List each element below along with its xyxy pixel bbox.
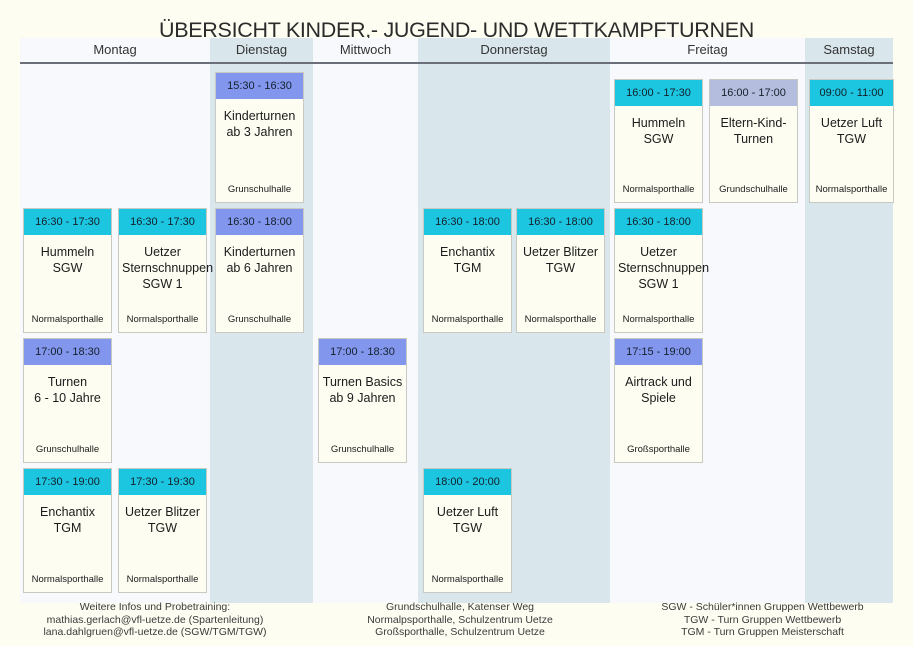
event-body: Uetzer Blitzer TGW Normalsporthalle <box>119 495 206 592</box>
event-venue: Normalsporthalle <box>622 314 695 325</box>
event-body: Enchantix TGM Normalsporthalle <box>24 495 111 592</box>
event-title: Hummeln SGW <box>631 116 686 146</box>
event-venue: Normalsporthalle <box>126 574 199 585</box>
event-title: Eltern-Kind- Turnen <box>720 116 787 146</box>
event-body: Uetzer Sternschnuppen SGW 1 Normalsportha… <box>119 235 214 332</box>
day-header-row: Montag Dienstag Mittwoch Donnerstag Freitag S… <box>20 38 893 62</box>
event-venue: Normalsporthalle <box>815 184 888 195</box>
event-venue: Normalsporthalle <box>31 574 104 585</box>
day-header-dienstag[interactable]: Dienstag <box>235 42 288 57</box>
event-venue: Grunschulhalle <box>227 184 292 195</box>
event-time: 16:30 - 18:00 <box>517 209 604 235</box>
event-body: Hummeln SGW Normalsporthalle <box>615 106 702 202</box>
day-header-donnerstag[interactable]: Donnerstag <box>480 42 548 57</box>
event-title: Enchantix TGM <box>440 245 495 275</box>
event-time: 16:00 - 17:00 <box>710 80 797 106</box>
event-title: Airtrack und Spiele <box>625 375 692 405</box>
header-divider <box>20 62 893 64</box>
footer-legend: SGW - Schüler*innen Gruppen Wettbewerb T… <box>661 601 864 639</box>
event-title: Turnen Basics ab 9 Jahren <box>322 375 403 405</box>
schedule-grid: Montag Dienstag Mittwoch Donnerstag Freitag S… <box>20 38 894 603</box>
event-venue: Grunschulhalle <box>330 444 395 455</box>
footer-contact: Weitere Infos und Probetraining: mathias… <box>43 601 267 639</box>
event-venue: Normalsporthalle <box>31 314 104 325</box>
event-venue: Normalsporthalle <box>126 314 199 325</box>
event-venue: Grunschulhalle <box>227 314 292 325</box>
day-header-mittwoch[interactable]: Mittwoch <box>339 42 392 57</box>
event-body: Uetzer Sternschnuppen SGW 1 Normalsportha… <box>615 235 710 332</box>
event-title: Turnen 6 - 10 Jahre <box>34 375 101 405</box>
day-header-samstag[interactable]: Samstag <box>823 42 875 57</box>
event-venue: Normalsporthalle <box>622 184 695 195</box>
event-title: Uetzer Blitzer TGW <box>522 245 599 275</box>
event-title: Uetzer Blitzer TGW <box>124 505 201 535</box>
event-time: 17:30 - 19:30 <box>119 469 206 495</box>
event-title: Uetzer Sternschnuppen SGW 1 <box>122 245 214 291</box>
event-time: 09:00 - 11:00 <box>810 80 893 106</box>
event-body: Uetzer Luft TGW Normalsporthalle <box>424 495 511 592</box>
event-time: 16:30 - 18:00 <box>424 209 511 235</box>
event-venue: Großsporthalle <box>627 444 690 455</box>
footer-venues: Grundschulhalle, Katenser Weg Normalpspo… <box>367 601 553 639</box>
event-title: Uetzer Sternschnuppen SGW 1 <box>618 245 710 291</box>
event-time: 16:30 - 18:00 <box>216 209 303 235</box>
event-time: 17:15 - 19:00 <box>615 339 702 365</box>
event-body: Hummeln SGW Normalsporthalle <box>24 235 111 332</box>
event-title: Uetzer Luft TGW <box>820 116 883 146</box>
event-time: 16:00 - 17:30 <box>615 80 702 106</box>
event-body: Enchantix TGM Normalsporthalle <box>424 235 511 332</box>
event-time: 16:30 - 17:30 <box>24 209 111 235</box>
event-time: 17:00 - 18:30 <box>319 339 406 365</box>
day-header-freitag[interactable]: Freitag <box>687 42 728 57</box>
event-title: Kinderturnen ab 3 Jahren <box>223 109 296 139</box>
day-column-mittwoch <box>313 38 418 603</box>
footer: Weitere Infos und Probetraining: mathias… <box>0 601 913 646</box>
event-time: 16:30 - 17:30 <box>119 209 206 235</box>
event-time: 17:00 - 18:30 <box>24 339 111 365</box>
day-header-montag[interactable]: Montag <box>93 42 137 57</box>
event-time: 15:30 - 16:30 <box>216 73 303 99</box>
event-time: 16:30 - 18:00 <box>615 209 702 235</box>
event-time: 17:30 - 19:00 <box>24 469 111 495</box>
event-venue: Normalsporthalle <box>524 314 597 325</box>
event-title: Hummeln SGW <box>40 245 95 275</box>
event-venue: Normalsporthalle <box>431 314 504 325</box>
event-venue: Grundschulhalle <box>719 184 788 195</box>
event-venue: Grunschulhalle <box>35 444 100 455</box>
event-body: Uetzer Blitzer TGW Normalsporthalle <box>517 235 604 332</box>
event-time: 18:00 - 20:00 <box>424 469 511 495</box>
event-body: Uetzer Luft TGW Normalsporthalle <box>810 106 893 202</box>
event-title: Kinderturnen ab 6 Jahren <box>223 245 296 275</box>
event-venue: Normalsporthalle <box>431 574 504 585</box>
event-title: Uetzer Luft TGW <box>436 505 499 535</box>
event-title: Enchantix TGM <box>40 505 95 535</box>
